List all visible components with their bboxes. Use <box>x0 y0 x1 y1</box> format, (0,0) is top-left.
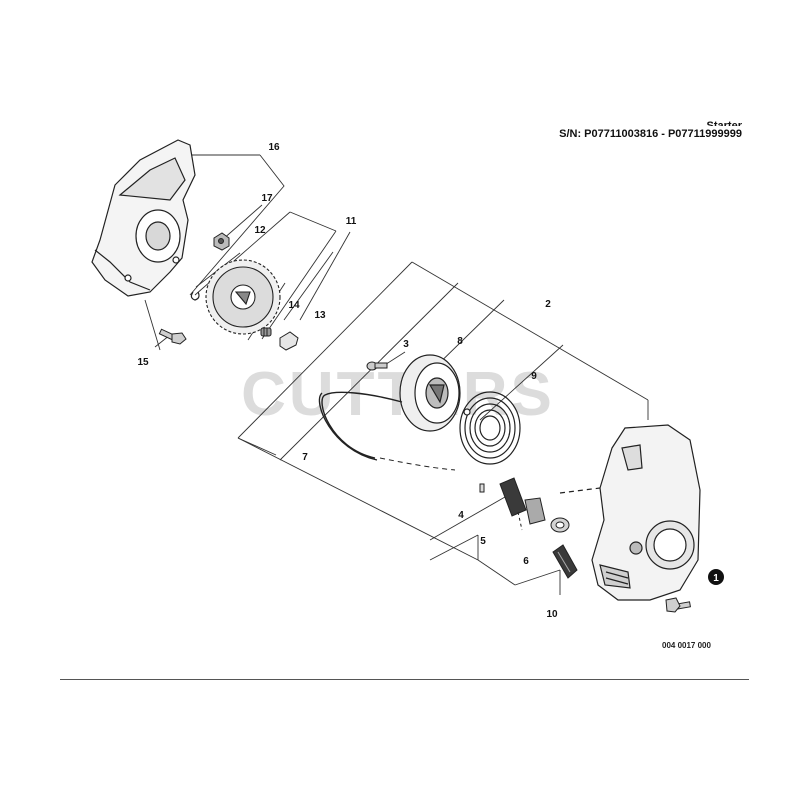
part-2-starter-housing <box>559 424 701 601</box>
part-10-handle <box>552 544 578 579</box>
callout-17: 17 <box>261 193 273 204</box>
part-13-pawl <box>279 331 299 351</box>
serial-range: S/N: P07711003816 - P07711999999 <box>559 128 742 140</box>
callout-10: 10 <box>546 609 558 620</box>
callout-7: 7 <box>302 452 308 463</box>
callout-16: 16 <box>268 142 280 153</box>
part-9-recoil-spring <box>459 391 521 465</box>
part-12-clip <box>190 291 200 301</box>
part-16-fan-housing <box>91 139 196 297</box>
part-1-bolt <box>665 597 691 613</box>
part-8-pulley <box>399 354 461 432</box>
callout-2: 2 <box>545 299 551 310</box>
part-6-bushing <box>550 517 570 533</box>
diagram-code: 004 0017 000 <box>662 641 711 650</box>
callout-8: 8 <box>457 336 463 347</box>
callout-13: 13 <box>314 310 326 321</box>
callout-6: 6 <box>523 556 529 567</box>
callout-11: 11 <box>346 216 357 227</box>
callout-14: 14 <box>288 300 300 311</box>
callout-4: 4 <box>458 510 464 521</box>
part-14-spring <box>260 327 272 337</box>
callout-12: 12 <box>254 225 266 236</box>
callout-1: 1 <box>713 573 719 584</box>
leader-lines-right <box>237 261 649 595</box>
part-17-nut <box>213 232 230 251</box>
callout-15: 15 <box>137 357 149 368</box>
page-title: Starter <box>706 120 742 126</box>
callout-5: 5 <box>480 536 486 547</box>
part-7-rope <box>318 391 456 471</box>
part-4-pin <box>479 483 485 493</box>
footer-divider <box>60 679 749 680</box>
part-3-screw <box>366 361 388 371</box>
part-11-ratchet-wheel <box>205 259 281 335</box>
callout-9: 9 <box>531 371 537 382</box>
callout-1-badge <box>708 569 724 585</box>
part-5-handle-insert <box>499 477 546 531</box>
callout-3: 3 <box>403 339 409 350</box>
part-15-bolt <box>158 328 187 345</box>
